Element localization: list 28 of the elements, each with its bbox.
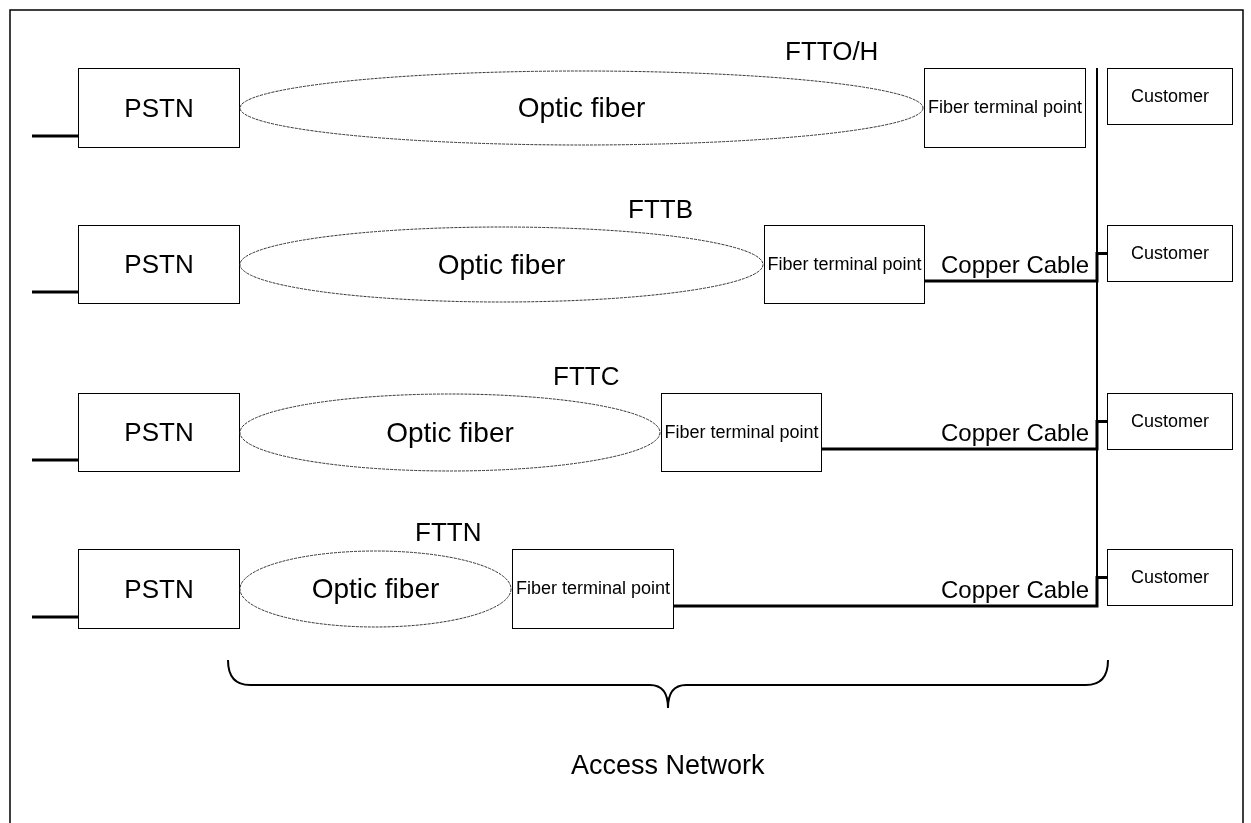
process-box: Fiber terminal point bbox=[661, 393, 822, 472]
process-box: PSTN bbox=[78, 225, 240, 304]
process-box: Fiber terminal point bbox=[512, 549, 674, 629]
process-box: Fiber terminal point bbox=[924, 68, 1086, 148]
cable-line bbox=[32, 290, 78, 294]
cable-line bbox=[674, 576, 1107, 608]
process-box: Customer bbox=[1107, 393, 1233, 450]
process-box: PSTN bbox=[78, 549, 240, 629]
caption-text: FTTC bbox=[553, 361, 620, 392]
process-box: PSTN bbox=[78, 68, 240, 148]
network-label: Access Network bbox=[571, 750, 765, 781]
cable-line bbox=[925, 252, 1107, 283]
caption-text: FTTO/H bbox=[785, 36, 879, 67]
node-label: Optic fiber bbox=[311, 572, 440, 607]
process-box: Customer bbox=[1107, 549, 1233, 606]
node-label: Optic fiber bbox=[386, 415, 514, 450]
caption-text: FTTN bbox=[415, 517, 482, 548]
caption-text: FTTB bbox=[628, 194, 693, 225]
cable-line bbox=[32, 458, 78, 462]
process-box: Customer bbox=[1107, 225, 1233, 282]
process-box: Customer bbox=[1107, 68, 1233, 125]
cable-line bbox=[32, 134, 78, 138]
node-label: Optic fiber bbox=[437, 247, 566, 282]
cable-line bbox=[822, 420, 1107, 451]
cable-line bbox=[32, 615, 78, 619]
node-label: Optic fiber bbox=[517, 91, 646, 126]
process-box: Fiber terminal point bbox=[764, 225, 925, 304]
process-box: PSTN bbox=[78, 393, 240, 472]
